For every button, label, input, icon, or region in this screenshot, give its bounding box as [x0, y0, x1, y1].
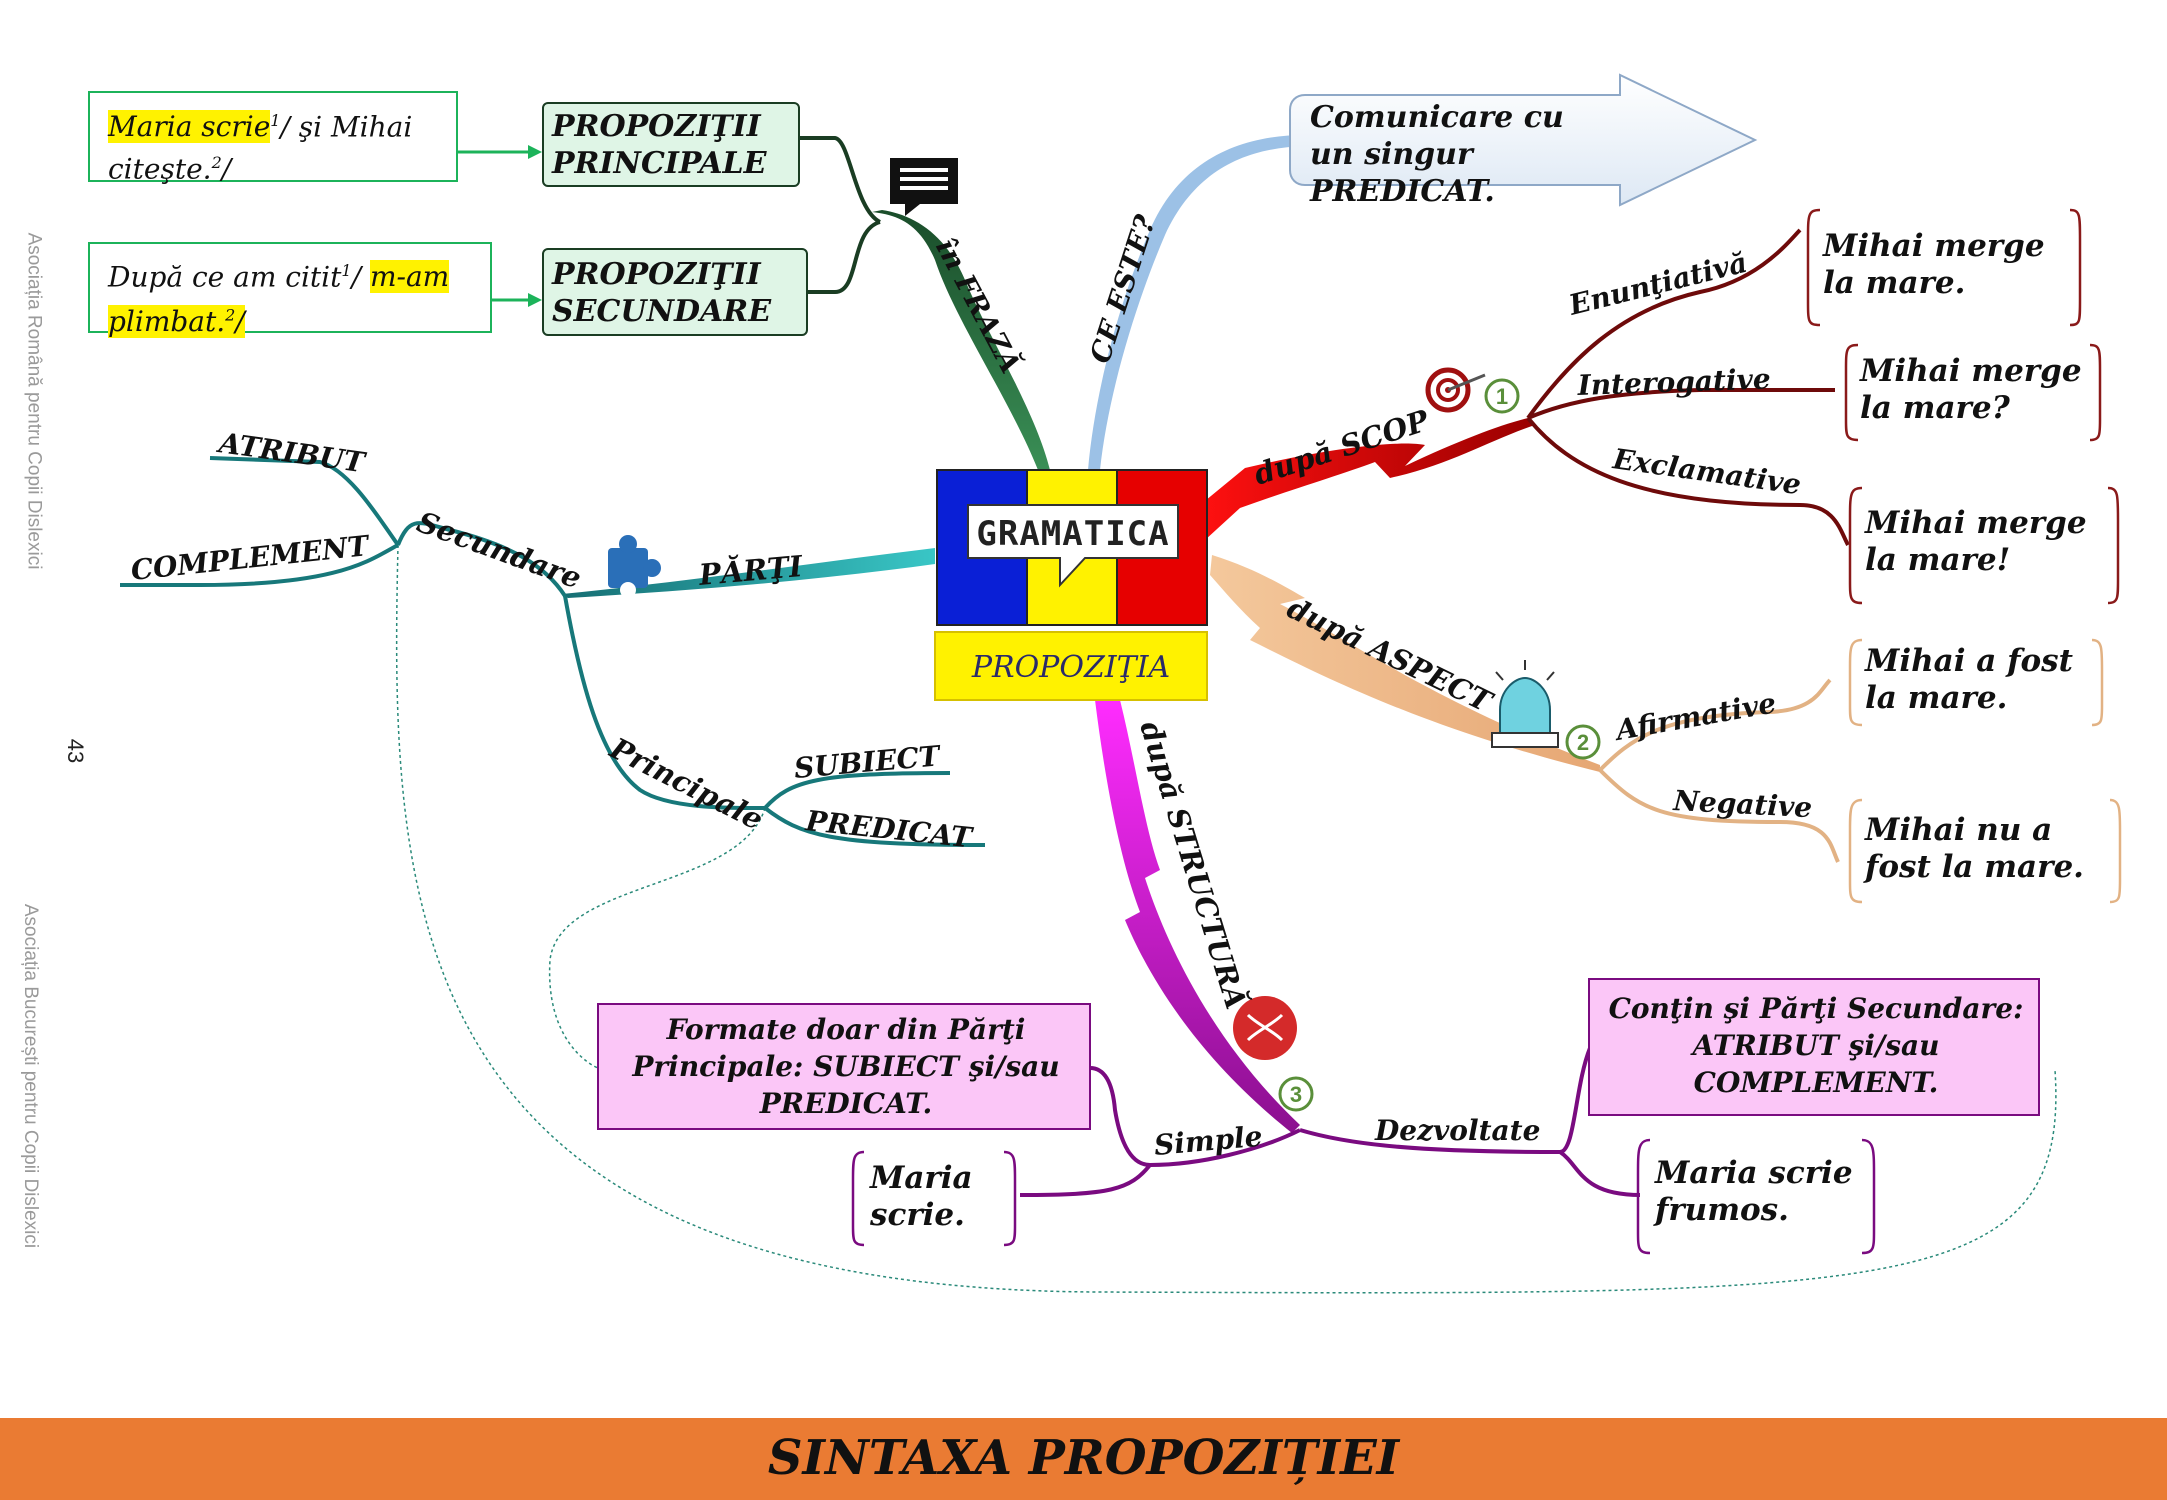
- example-2-line1: După ce am citit: [108, 260, 342, 294]
- branch-fraza-to-principale: [800, 136, 882, 224]
- label-enuntiativa: Enunţiativă: [1565, 246, 1751, 322]
- label-dezvoltate: Dezvoltate: [1374, 1114, 1540, 1147]
- node-propozitii-principale-label: PROPOZIŢII PRINCIPALE: [552, 109, 767, 181]
- center-title: GRAMATICA: [976, 514, 1169, 554]
- example-2-sup-1: 1: [341, 261, 352, 280]
- example-1-end: /: [221, 152, 232, 186]
- branch-dupa-aspect: [1210, 555, 1600, 772]
- example-negative: Mihai nu a fost la mare.: [1865, 812, 2084, 885]
- structura-to-simple: [1089, 1066, 1301, 1168]
- example-1-highlight: Maria scrie: [108, 110, 271, 144]
- aspect-to-negative: [1598, 768, 1840, 863]
- puzzle-icon: [608, 535, 661, 598]
- alarm-light-icon: [1491, 660, 1559, 748]
- ce-este-answer: Comunicare cu un singur PREDICAT.: [1310, 100, 1564, 209]
- dezvoltate-to-example: [1558, 1150, 1641, 1197]
- node-propozitii-secundare-label: PROPOZIŢII SECUNDARE: [552, 257, 772, 329]
- secundare-to-atribut: [209, 456, 400, 547]
- branch-dupa-structura: [1095, 700, 1300, 1133]
- branch-ce-este: [1088, 135, 1305, 470]
- branch-fraza-to-secundare: [808, 220, 881, 294]
- label-exclamative: Exclamative: [1610, 442, 1803, 501]
- label-in-fraza: în FRAZĂ: [929, 232, 1028, 378]
- example-1-sup-1: 1: [270, 111, 281, 130]
- label-afirmative: Afirmative: [1611, 686, 1779, 747]
- example-simple: Maria scrie.: [870, 1160, 973, 1233]
- example-2-end: /: [235, 304, 245, 338]
- label-parti: PĂRŢI: [697, 548, 806, 592]
- center-node: [934, 469, 1208, 701]
- center-subtitle: PROPOZIŢIA: [971, 650, 1170, 685]
- node-propozitii-principale: PROPOZIŢII PRINCIPALE: [542, 102, 800, 187]
- example-2-sup-2: 2: [225, 305, 236, 325]
- label-subiect: SUBIECT: [793, 739, 943, 785]
- number-badge-3: [1278, 1076, 1314, 1112]
- side-text-bottom: Asociația București pentru Copii Dislexi…: [20, 903, 42, 1249]
- example-box-1: Maria scrie1/ şi Mihai citeşte.2/: [88, 91, 458, 186]
- arrow-head-1: [528, 145, 542, 159]
- definition-dezvoltate-text: Conţin şi Părţi Secundare: ATRIBUT şi/sa…: [1608, 992, 2024, 1099]
- speech-bubble-icon: [890, 158, 958, 216]
- structura-to-dezvoltate: [1299, 1047, 1592, 1155]
- label-interogative: Interogative: [1576, 362, 1771, 402]
- example-1-sup-2: 2: [211, 153, 222, 173]
- dna-icon: [1233, 996, 1297, 1060]
- label-negative: Negative: [1672, 784, 1813, 824]
- number-badge-1: [1484, 378, 1520, 414]
- branch-dupa-scop: [1200, 418, 1535, 540]
- parti-to-principale: [563, 595, 766, 811]
- example-enuntiativa: Mihai merge la mare.: [1823, 228, 2045, 301]
- label-complement: COMPLEMENT: [129, 529, 372, 587]
- example-dezvoltate: Maria scrie frumos.: [1655, 1155, 1853, 1228]
- scop-to-exclamative: [1526, 416, 1850, 546]
- side-text-top: Asociația Română pentru Copii Dislexici: [23, 232, 45, 570]
- footer-bar: SINTAXA PROPOZIȚIEI: [0, 1418, 2167, 1500]
- simple-to-example: [1019, 1163, 1152, 1197]
- example-afirmative: Mihai a fost la mare.: [1865, 643, 2073, 716]
- page-number: 43: [63, 738, 89, 764]
- example-2-slash: /: [351, 260, 370, 294]
- label-secundare: Secundare: [413, 505, 586, 596]
- parti-to-secundare: [396, 521, 567, 598]
- badge-number-3: 3: [1290, 1082, 1302, 1107]
- footer-title: SINTAXA PROPOZIȚIEI: [767, 1430, 1400, 1486]
- node-propozitii-secundare: PROPOZIŢII SECUNDARE: [542, 248, 808, 336]
- label-atribut: ATRIBUT: [214, 426, 369, 480]
- example-2-highlight-1: m-am: [369, 260, 450, 294]
- example-brackets: [851, 208, 2122, 1255]
- number-badge-2: [1565, 724, 1601, 760]
- principale-to-predicat: [763, 806, 986, 847]
- scop-to-enuntiativa: [1526, 228, 1802, 420]
- branch-in-fraza: [872, 210, 1050, 470]
- dotted-connector-secundare: [395, 544, 2057, 1294]
- example-interogative: Mihai merge la mare?: [1860, 353, 2082, 426]
- badge-number-1: 1: [1496, 384, 1508, 409]
- example-1-rest: / şi Mihai: [280, 110, 413, 144]
- target-icon: [1425, 367, 1486, 413]
- badge-number-2: 2: [1577, 730, 1589, 755]
- ce-este-arrow: [1289, 73, 1758, 207]
- secundare-to-complement: [120, 543, 399, 587]
- scop-to-interogative: [1527, 388, 1835, 420]
- example-2-highlight-2: plimbat.: [108, 304, 226, 338]
- definition-simple-text: Formate doar din Părţi Principale: SUBIE…: [632, 1013, 1060, 1120]
- example-1-line2: citeşte.: [108, 152, 212, 186]
- branch-parti: [562, 548, 935, 598]
- label-predicat: PREDICAT: [803, 804, 975, 855]
- example-box-2: După ce am citit1/ m-am plimbat.2/: [88, 242, 492, 338]
- label-principale: Principale: [604, 730, 769, 836]
- dotted-connector-principale: [548, 807, 766, 1069]
- principale-to-subiect: [763, 771, 951, 810]
- example-exclamative: Mihai merge la mare!: [1865, 505, 2087, 578]
- definition-dezvoltate: Conţin şi Părţi Secundare: ATRIBUT şi/sa…: [1588, 978, 2040, 1116]
- label-simple: Simple: [1153, 1120, 1264, 1162]
- arrow-head-2: [528, 293, 542, 307]
- definition-simple: Formate doar din Părţi Principale: SUBIE…: [597, 1003, 1091, 1130]
- aspect-to-afirmative: [1598, 678, 1832, 772]
